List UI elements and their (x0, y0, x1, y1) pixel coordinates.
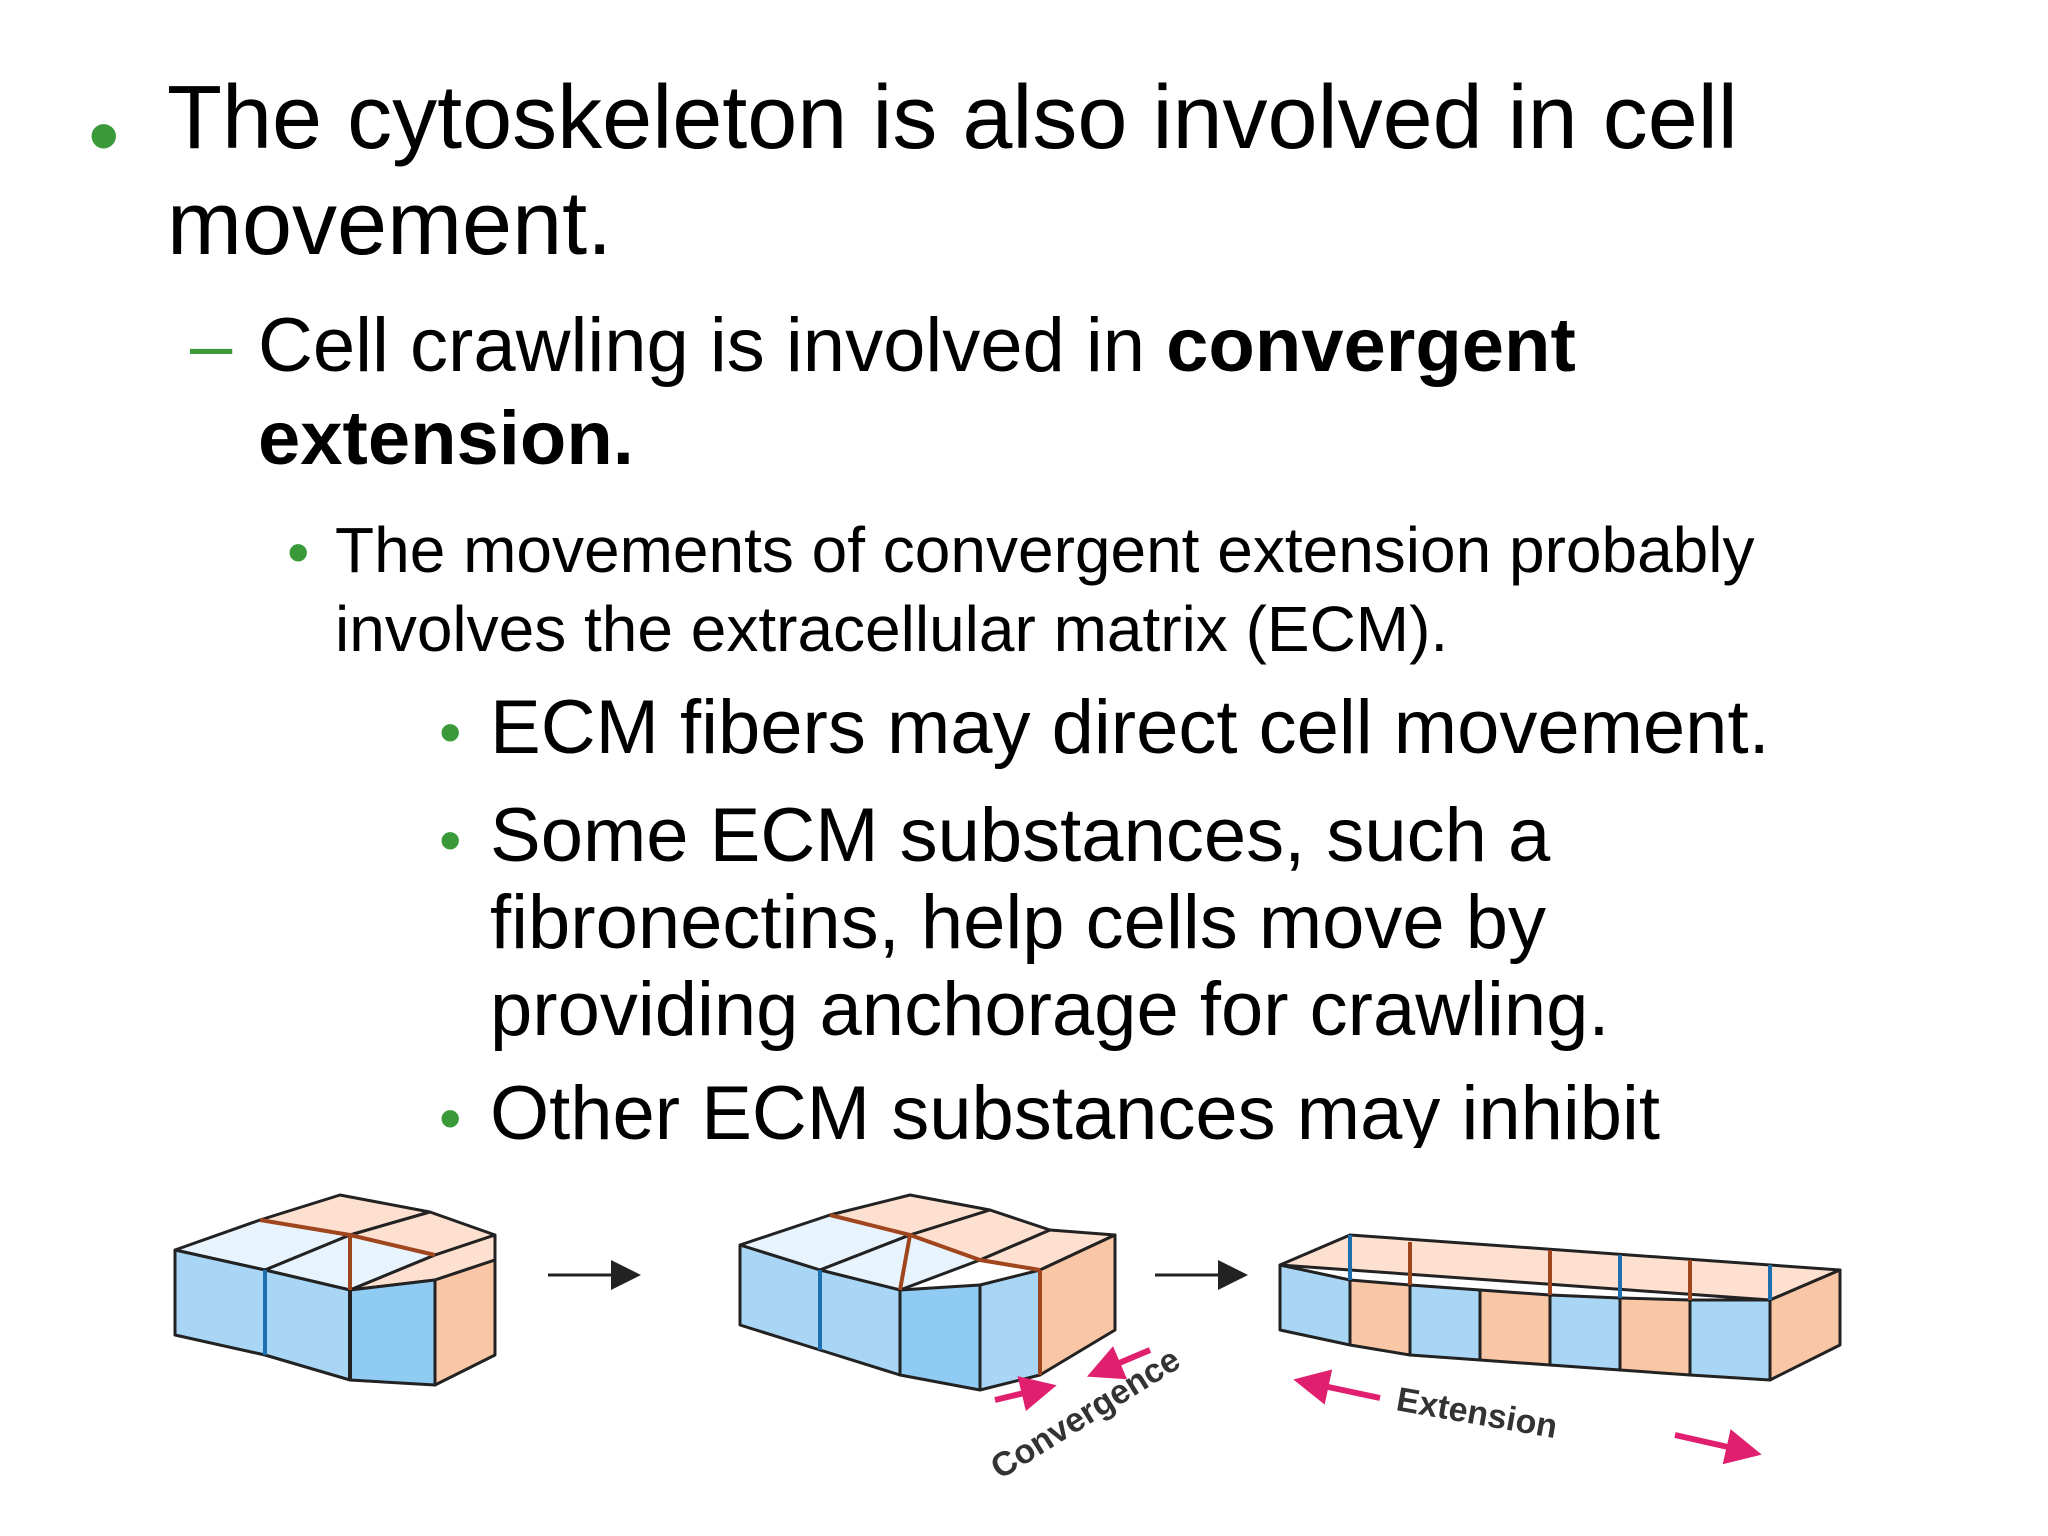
bullet-l2-bold-term: convergent (1166, 303, 1576, 388)
bullet-l3-line2: involves the extracellular matrix (ECM). (335, 593, 1449, 665)
bullet-marker-l3: • (287, 516, 310, 588)
bullet-l4b-line3: providing anchorage for crawling. (490, 967, 1610, 1052)
bullet-l4b-line1: Some ECM substances, such a (490, 793, 1551, 878)
bullet-l1-line1: The cytoskeleton is also involved in cel… (167, 68, 1738, 168)
bullet-l2-bold-term-2: extension. (258, 396, 634, 481)
bullet-l1-line2: movement. (167, 174, 613, 274)
bullet-marker-l4c: • (439, 1082, 462, 1154)
bullet-marker-l4b: • (439, 804, 462, 876)
bullet-l2-line1: Cell crawling is involved in convergent (258, 300, 1576, 392)
tissue-block-stage-1 (173, 1193, 497, 1387)
tissue-block-stage-2 (738, 1193, 1117, 1392)
tissue-block-stage-3 (1278, 1233, 1842, 1382)
bullet-l4a: ECM fibers may direct cell movement. (490, 685, 1770, 770)
bullet-l3-line1: The movements of convergent extension pr… (335, 514, 1755, 586)
convergence-arrows (994, 1346, 1152, 1412)
dash-marker-l2: – (190, 303, 233, 388)
convergent-extension-figure: Convergence Extension (173, 1193, 1842, 1487)
bullet-l2-text: Cell crawling is involved in (258, 303, 1167, 388)
bullet-l4b-line2: fibronectins, help cells move by (490, 880, 1547, 965)
bullet-l2-line2: extension. (258, 393, 634, 485)
bullet-l4c: Other ECM substances may inhibit (490, 1071, 1661, 1156)
extension-label: Extension (1394, 1380, 1561, 1446)
extension-arrows (1293, 1369, 1762, 1465)
bullet-marker-l4a: • (439, 696, 462, 768)
bullet-marker-l1: • (88, 86, 120, 186)
